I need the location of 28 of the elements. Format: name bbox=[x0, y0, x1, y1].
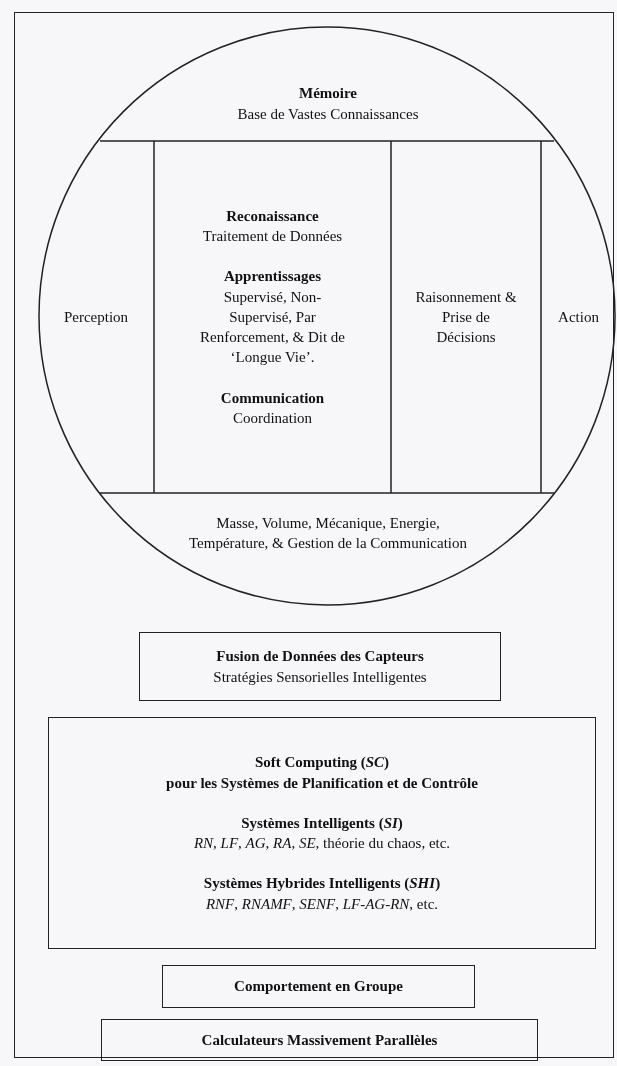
body-text: Coordination bbox=[232, 408, 313, 428]
circle bbox=[38, 26, 616, 606]
heading-text: Fusion de Données des Capteurs bbox=[216, 647, 424, 667]
outer-frame bbox=[14, 12, 614, 1058]
heading-text: Calculateurs Massivement Parallèles bbox=[201, 1030, 438, 1050]
body-text: Supervisé, Non-Supervisé, Par Renforcement, & Dit de ‘Longue Vie’. bbox=[199, 287, 346, 368]
body-text: Action bbox=[558, 307, 599, 327]
heading-text: Systèmes Intelligents (SI) bbox=[241, 813, 403, 833]
process-box bbox=[48, 717, 596, 949]
heading-text: Reconaissance bbox=[226, 206, 319, 226]
heading-text: Comportement en Groupe bbox=[234, 977, 403, 997]
body-text: Base de Vastes Connaissances bbox=[237, 104, 419, 124]
heading-text: pour les Systèmes de Planification et de Contrôle bbox=[166, 773, 478, 793]
heading-text: Mémoire bbox=[299, 84, 357, 104]
heading-text: Soft Computing (SC) bbox=[254, 753, 390, 773]
body-text: Stratégies Sensorielles Intelligentes bbox=[213, 667, 427, 687]
process-box bbox=[101, 1019, 538, 1061]
process-box bbox=[139, 632, 501, 701]
process-box bbox=[162, 965, 475, 1008]
heading-text: Communication bbox=[220, 388, 325, 408]
body-text: Raisonnement & Prise de Décisions bbox=[414, 287, 518, 348]
body-text: Traitement de Données bbox=[202, 227, 343, 247]
body-text: Masse, Volume, Mécanique, Energie, Température, & Gestion de la Communication bbox=[187, 513, 468, 553]
heading-text: Systèmes Hybrides Intelligents (SHI) bbox=[203, 874, 441, 894]
body-text: RNF, RNAMF, SENF, LF-AG-RN, etc. bbox=[205, 894, 439, 914]
heading-text: Apprentissages bbox=[223, 267, 322, 287]
body-text: Perception bbox=[63, 307, 129, 327]
body-text: RN, LF, AG, RA, SE, théorie du chaos, etc. bbox=[193, 834, 451, 853]
